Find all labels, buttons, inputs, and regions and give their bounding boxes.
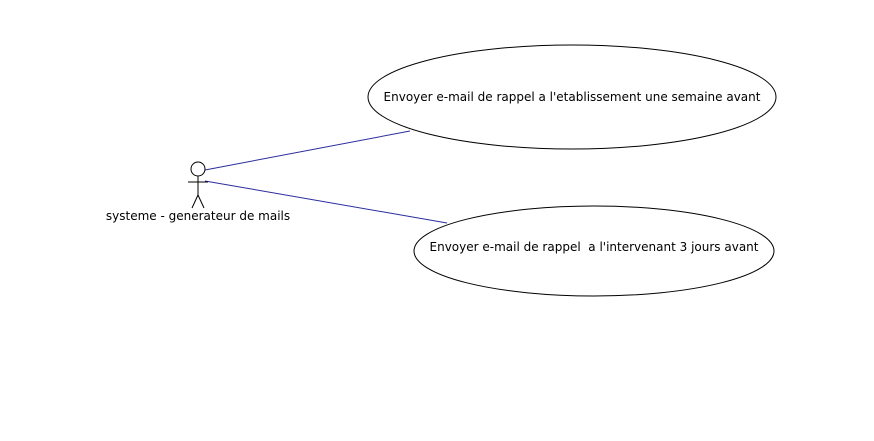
actor[interactable]: systeme - generateur de mails (106, 161, 290, 223)
stick-figure-icon (188, 161, 208, 209)
use-case-label: Envoyer e-mail de rappel a l'intervenant… (430, 240, 759, 254)
use-case-send-intervenant-reminder[interactable]: Envoyer e-mail de rappel a l'intervenant… (413, 205, 775, 297)
use-case-label: Envoyer e-mail de rappel a l'etablisseme… (384, 90, 761, 104)
use-case-ellipse (413, 205, 775, 297)
association-line-2 (204, 180, 448, 224)
use-case-send-establishment-reminder[interactable]: Envoyer e-mail de rappel a l'etablisseme… (367, 44, 777, 150)
use-case-ellipse (367, 44, 777, 150)
actor-label: systeme - generateur de mails (106, 209, 290, 223)
association-line-1 (204, 130, 411, 171)
